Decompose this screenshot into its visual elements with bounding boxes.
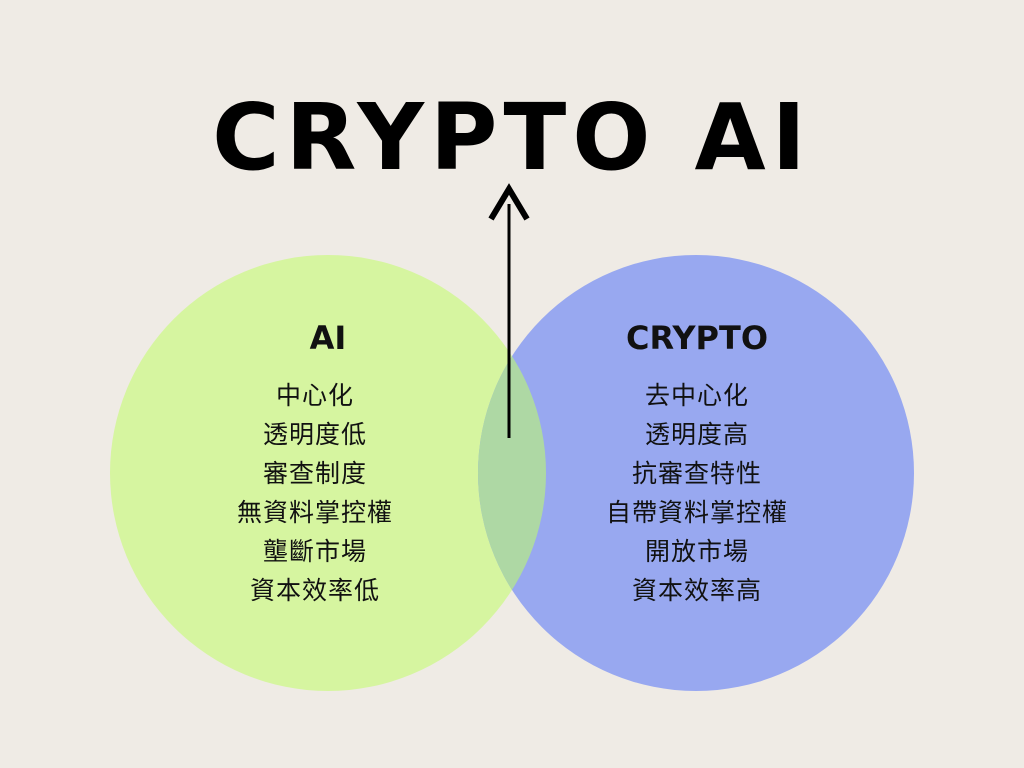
- crypto-item: 自帶資料掌控權: [605, 498, 788, 527]
- ai-items-list: 中心化 透明度低 審查制度 無資料掌控權 壟斷市場 資本效率低: [155, 376, 475, 610]
- ai-item: 無資料掌控權: [236, 498, 393, 527]
- crypto-item: 透明度高: [644, 420, 749, 449]
- crypto-circle: [478, 255, 914, 691]
- diagram-title: CRYPTO AI: [212, 84, 812, 191]
- crypto-set-label: CRYPTO: [625, 319, 769, 357]
- ai-set-label: AI: [309, 319, 347, 357]
- crypto-item: 抗審查特性: [631, 459, 762, 488]
- ai-item: 壟斷市場: [262, 537, 367, 566]
- ai-item: 透明度低: [262, 420, 367, 449]
- ai-item: 審查制度: [262, 459, 367, 488]
- crypto-item: 資本效率高: [631, 576, 762, 605]
- ai-item: 資本效率低: [249, 576, 380, 605]
- crypto-items-list: 去中心化 透明度高 抗審查特性 自帶資料掌控權 開放市場 資本效率高: [537, 376, 857, 610]
- crypto-item: 去中心化: [644, 381, 749, 410]
- ai-item: 中心化: [275, 381, 354, 410]
- ai-circle: [110, 255, 546, 691]
- crypto-item: 開放市場: [644, 537, 749, 566]
